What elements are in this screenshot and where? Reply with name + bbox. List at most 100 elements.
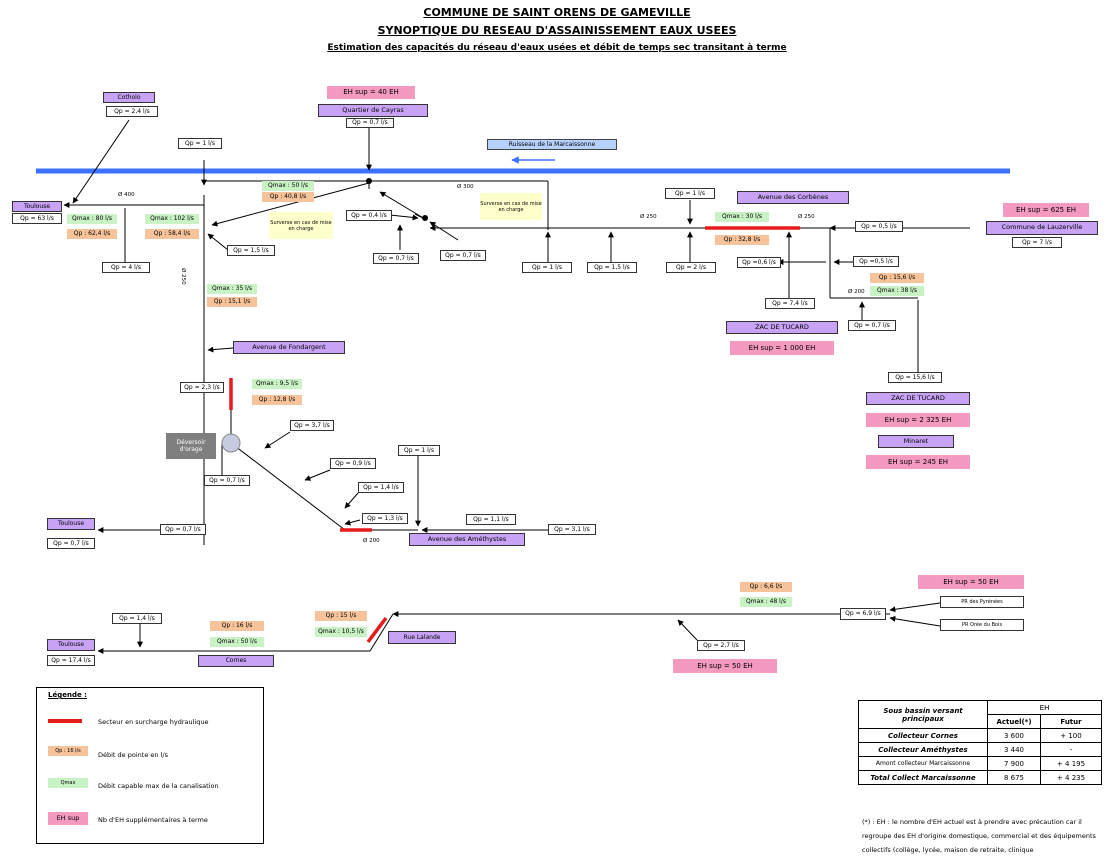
qmax-30: Qmax : 30 l/s <box>715 212 769 222</box>
diameter-d200b: Ø 200 <box>363 538 380 544</box>
qp-left-4: Qp = 4 l/s <box>102 262 150 273</box>
qmax-48: Qmax : 48 l/s <box>740 597 792 607</box>
qp-6-6: Qp : 6,6 l/s <box>740 582 792 592</box>
title-line-2: SYNOPTIQUE DU RESEAU D'ASSAINISSEMENT EA… <box>377 24 737 37</box>
qmax-102: Qmax : 102 l/s <box>145 214 199 224</box>
qp-tucard-7-4: Qp = 7,4 l/s <box>765 298 815 309</box>
place-toulouse-1: Toulouse <box>12 201 62 212</box>
legend-overload-swatch <box>48 719 82 723</box>
qp-3-7: Qp = 3,7 l/s <box>290 420 334 431</box>
qp-15-6: Qp : 15,6 l/s <box>870 273 924 283</box>
note-surverse-2: Surverse en cas de mise en charge <box>480 193 542 220</box>
diameter-d400: Ø 400 <box>118 192 135 198</box>
qp-3-1: Qp = 3,1 l/s <box>548 524 596 535</box>
place-pr-pyrenees: PR des Pyrénées <box>940 596 1024 608</box>
title-line-1: COMMUNE DE SAINT ORENS DE GAMEVILLE <box>423 6 691 19</box>
legend-qmax-text: Débit capable max de la canalisation <box>98 782 219 790</box>
qp-2-7: Qp = 2,7 l/s <box>697 640 745 651</box>
qp-40-8: Qp : 40,8 l/s <box>262 192 314 202</box>
qp-lauzerville: Qp = 7 l/s <box>1012 237 1062 248</box>
title-line-3: Estimation des capacités du réseau d'eau… <box>327 43 787 53</box>
eh-pr-pyrenees: EH sup = 50 EH <box>918 575 1024 589</box>
summary-header-col: Sous bassin versant principaux <box>858 700 988 729</box>
qp-1-4b: Qp = 1,4 l/s <box>112 613 162 624</box>
eh-tucard-1: EH sup = 1 000 EH <box>730 341 834 355</box>
qp-top-left: Qp = 1 l/s <box>178 138 222 149</box>
legend-title: Légende : <box>48 691 87 699</box>
summary-row: Collecteur Améthystes 3 440 - <box>858 742 1102 757</box>
eh-lauzerville: EH sup = 625 EH <box>1003 203 1089 217</box>
qp-2: Qp = 2 l/s <box>666 262 716 273</box>
legend-eh-text: Nb d'EH supplémentaires à terme <box>98 816 208 824</box>
summary-eh-header: EH <box>987 700 1102 715</box>
qp-tucard-15-6: Qp = 15,6 l/s <box>888 372 942 383</box>
qp-32-8: Qp : 32,8 l/s <box>715 235 769 245</box>
qp-16: Qp : 16 l/s <box>210 621 264 631</box>
summary-actual-header: Actuel(*) <box>987 714 1041 729</box>
qp-0-7a: Qp = 0,7 l/s <box>373 253 419 264</box>
qmax-10-5: Qmax : 10,5 l/s <box>315 627 367 637</box>
legend-box <box>36 687 264 844</box>
place-cotholo: Cotholo <box>103 92 155 103</box>
qp-0-6: Qp =0,6 l/s <box>737 257 781 268</box>
summary-table: Sous bassin versant principaux EH Actuel… <box>858 700 1102 785</box>
note-deversoir: Déversoir d'orage <box>166 433 216 459</box>
qp-toulouse-1: Qp = 63 l/s <box>12 213 62 224</box>
qp-0-5b: Qp =0,5 l/s <box>853 256 899 267</box>
place-minaret: Minaret <box>878 435 954 448</box>
diameter-d250a: Ø 250 <box>640 214 657 220</box>
legend-qp-text: Débit de pointe en l/s <box>98 751 168 759</box>
qp-0-5: Qp = 0,5 l/s <box>855 221 903 232</box>
note-surverse-1: Surverse en cas de mise en charge <box>269 212 333 239</box>
qp-cayras: Qp = 0,7 l/s <box>346 118 394 128</box>
qp-0-4: Qp = 0,4 l/s <box>346 210 392 221</box>
legend-overload-text: Secteur en surcharge hydraulique <box>98 718 209 726</box>
qp-deversoir: Qp = 0,7 l/s <box>204 475 250 486</box>
qp-0-9: Qp = 0,9 l/s <box>330 458 376 469</box>
river-label: Ruisseau de la Marcaissonne <box>487 139 617 150</box>
summary-row: Total Collect Marcaissonne 8 675 + 4 235 <box>858 770 1102 785</box>
place-zac-tucard-2: ZAC DE TUCARD <box>866 392 970 405</box>
qmax-50: Qmax : 50 l/s <box>262 181 314 191</box>
qp-1-3: Qp = 1,3 l/s <box>362 513 408 524</box>
diameter-d250b: Ø 250 <box>798 214 815 220</box>
qmax-80: Qmax : 80 l/s <box>67 214 117 224</box>
qp-1-top2: Qp = 1 l/s <box>398 445 440 456</box>
diameter-d300: Ø 300 <box>457 184 474 190</box>
place-commune-lauzerville: Commune de Lauzerville <box>986 221 1098 235</box>
qmax-50b: Qmax : 50 l/s <box>210 637 264 647</box>
qp-fondargent: Qp = 2,3 l/s <box>180 382 224 393</box>
place-toulouse-3: Toulouse <box>47 639 95 651</box>
place-pr-orme: PR Orée du Bois <box>940 619 1024 631</box>
qp-62-4: Qp : 62,4 l/s <box>67 229 117 239</box>
eh-tucard-2: EH sup = 2 325 EH <box>866 413 970 427</box>
eh-minaret: EH sup = 245 EH <box>866 455 970 469</box>
qp-12-8: Qp : 12,8 l/s <box>252 395 302 405</box>
place-rue-lalande: Rue Lalande <box>388 631 456 644</box>
legend-qp-sample: Qp : 16 l/s <box>48 746 88 756</box>
qp-cotholo: Qp = 2,4 l/s <box>106 106 158 117</box>
place-toulouse-2: Toulouse <box>47 518 95 530</box>
diameter-d250c: Ø 250 <box>180 268 186 285</box>
place-zac-tucard-1: ZAC DE TUCARD <box>726 321 838 334</box>
qp-1-1: Qp = 1,1 l/s <box>466 514 516 525</box>
qp-0-7b: Qp = 0,7 l/s <box>440 250 486 261</box>
qp-toulouse-3: Qp = 17,4 l/s <box>47 655 95 666</box>
qp-1-5: Qp = 1,5 l/s <box>587 262 637 273</box>
diameter-d200a: Ø 200 <box>848 289 865 295</box>
qp-junction-1-5: Qp = 1,5 l/s <box>227 245 275 256</box>
qp-15-1: Qp : 15,1 l/s <box>207 297 257 307</box>
qmax-35: Qmax : 35 l/s <box>207 284 257 294</box>
qmax-9-5: Qmax : 9,5 l/s <box>252 379 302 389</box>
qmax-38: Qmax : 38 l/s <box>870 286 924 296</box>
qp-toulouse-2: Qp = 0,7 l/s <box>47 538 95 549</box>
place-avenue-amethystes: Avenue des Améthystes <box>409 533 525 546</box>
qp-1-4: Qp = 1,4 l/s <box>358 482 404 493</box>
place-cornes: Cornes <box>198 655 274 667</box>
summary-row: Collecteur Cornes 3 600 + 100 <box>858 728 1102 743</box>
summary-row: Amont collecteur Marcaissonne 7 900 + 4 … <box>858 756 1102 771</box>
eh-cayras: EH sup = 40 EH <box>327 86 415 99</box>
eh-bottom: EH sup = 50 EH <box>673 659 777 673</box>
qp-0-7c: Qp = 0,7 l/s <box>848 320 896 331</box>
